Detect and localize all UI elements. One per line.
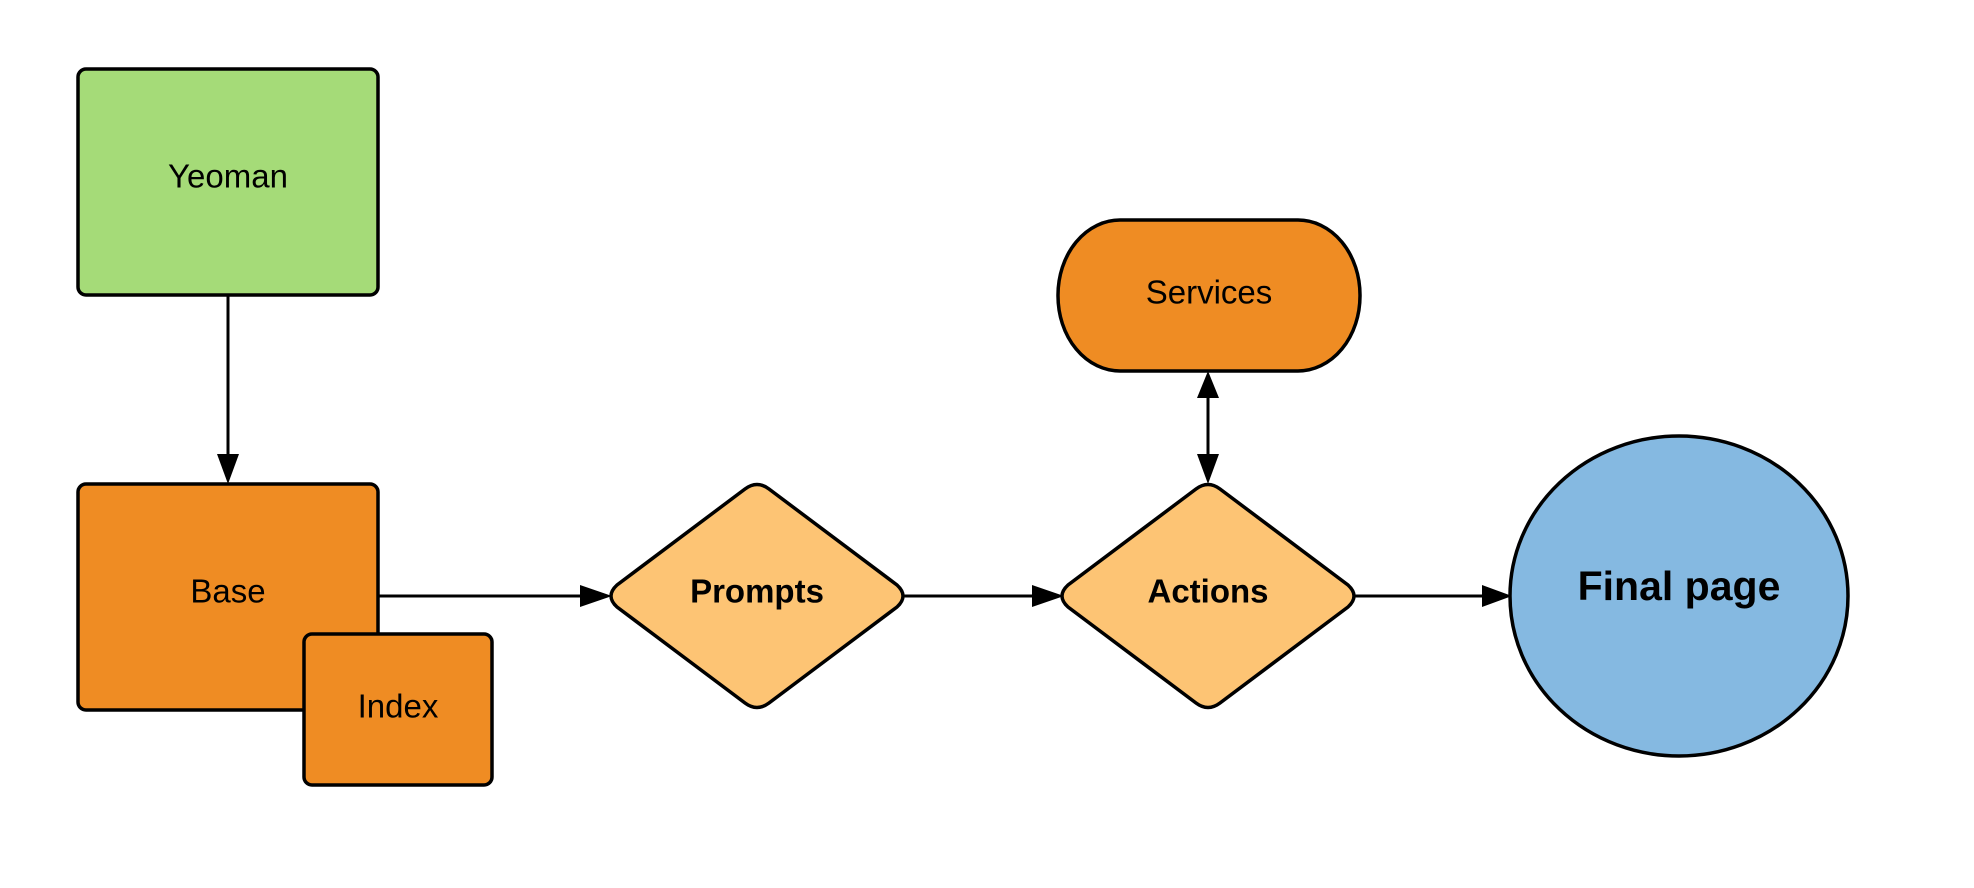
node-final-page: Final page [1508, 434, 1850, 758]
edge-actions-services [1197, 371, 1219, 484]
actions-label: Actions [1147, 573, 1268, 610]
edge-base-to-prompts [378, 585, 612, 607]
node-actions: Actions [1060, 482, 1356, 710]
node-yeoman: Yeoman [76, 67, 380, 297]
prompts-label: Prompts [690, 573, 824, 610]
yeoman-label: Yeoman [168, 158, 288, 195]
prompts-diamond [609, 482, 905, 710]
final-page-ellipse [1508, 434, 1850, 758]
services-label: Services [1146, 274, 1273, 311]
index-label: Index [358, 688, 439, 725]
final-page-label: Final page [1578, 563, 1781, 609]
node-index: Index [302, 632, 494, 787]
edge-yeoman-to-base [217, 295, 239, 484]
edge-actions-to-final-page [1354, 585, 1512, 607]
edge-prompts-to-actions [904, 585, 1064, 607]
index-box [302, 632, 494, 787]
services-stadium [1056, 218, 1362, 373]
actions-diamond [1060, 482, 1356, 710]
node-services: Services [1056, 218, 1362, 373]
edges [217, 295, 1512, 607]
yeoman-box [76, 67, 380, 297]
node-prompts: Prompts [609, 482, 905, 710]
base-label: Base [190, 573, 265, 610]
